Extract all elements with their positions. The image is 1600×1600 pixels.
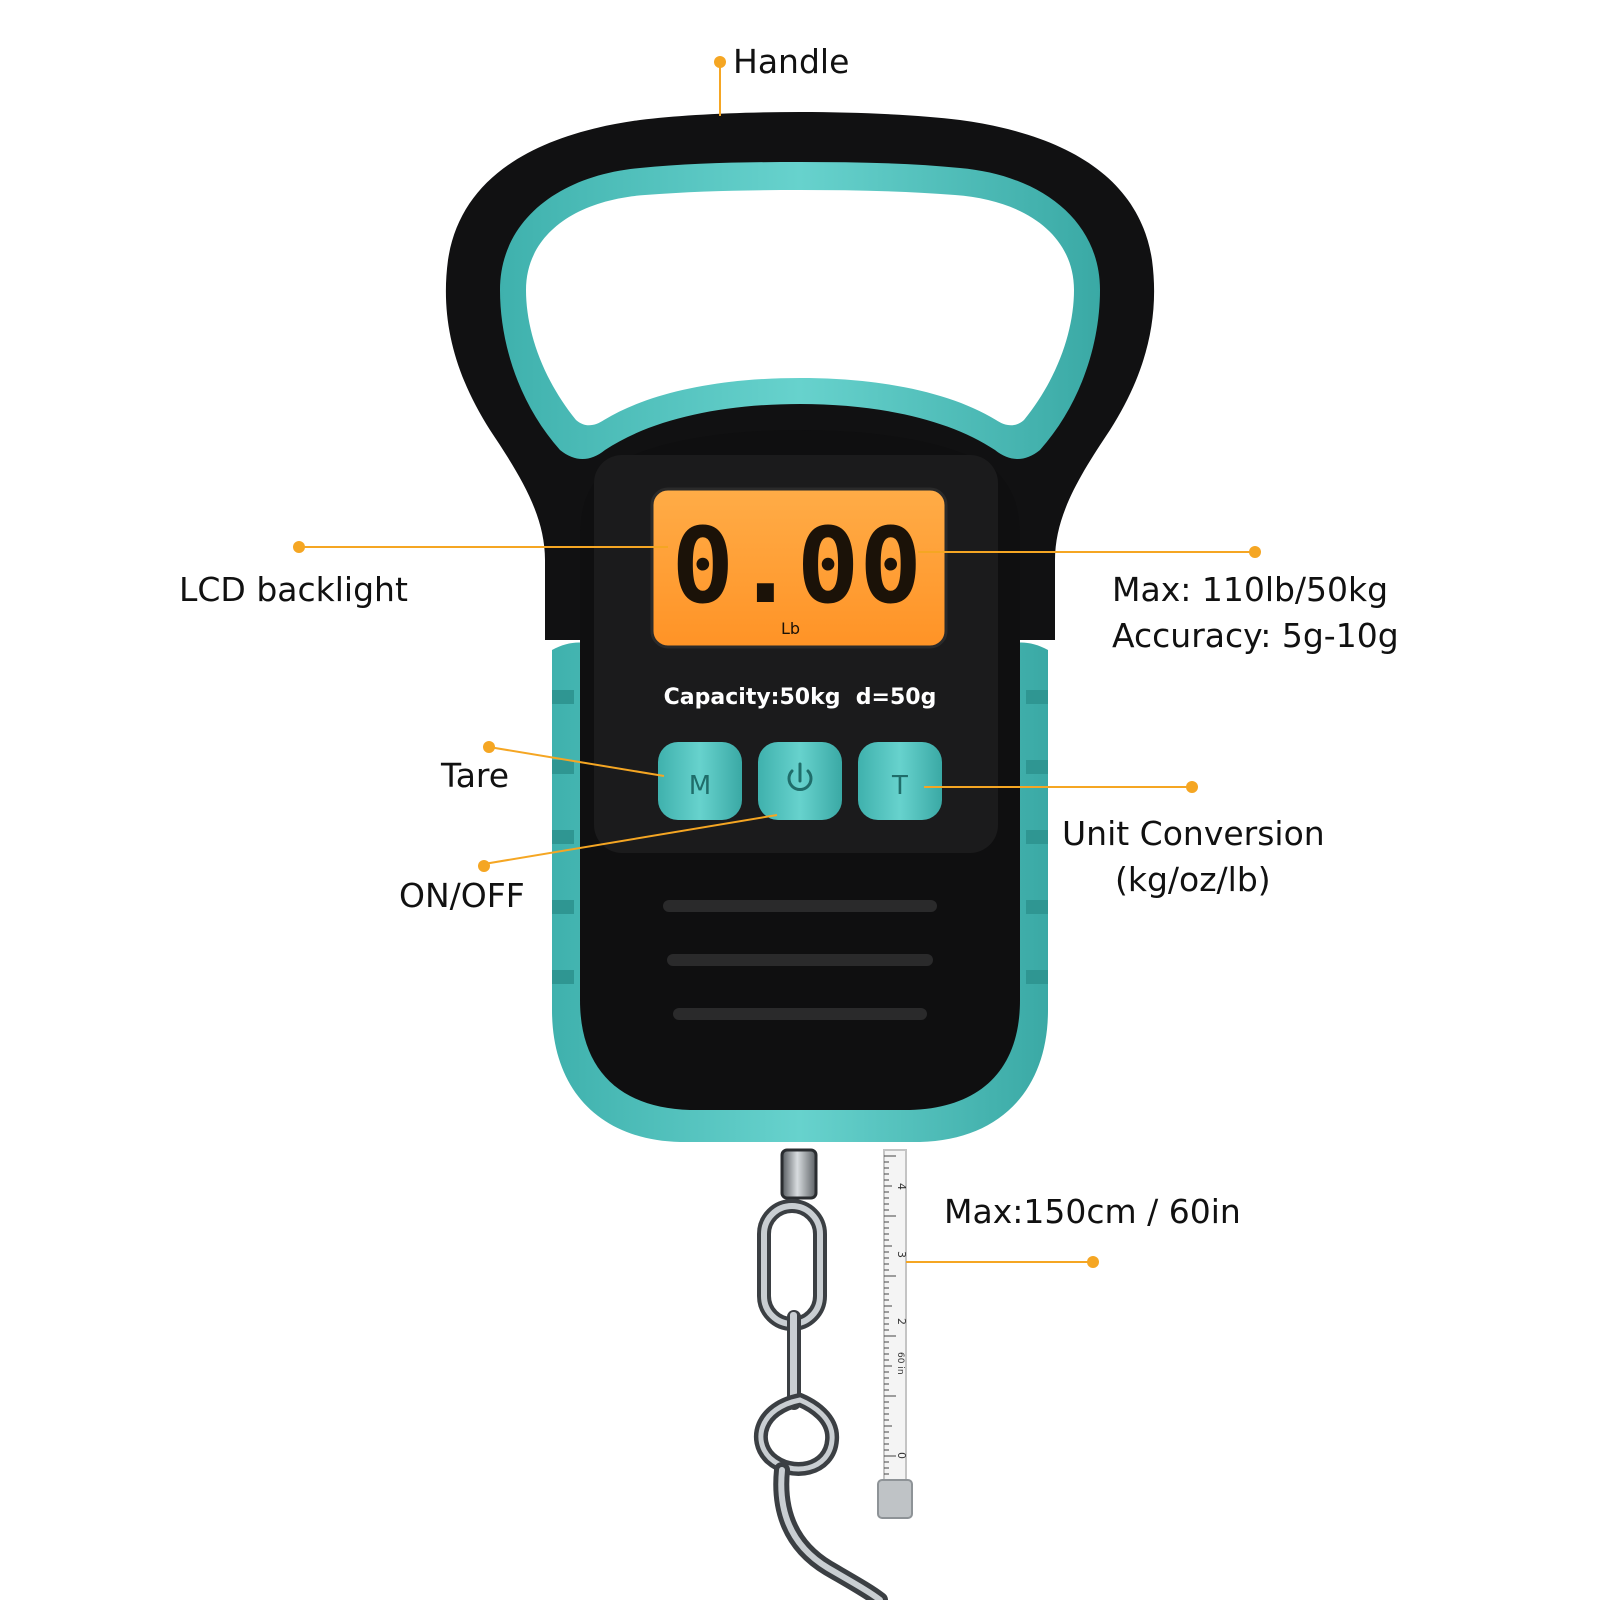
callout-handle: Handle (733, 42, 850, 81)
lcd-backlight-dot (293, 541, 305, 553)
tape-mark-0: 0 (895, 1452, 908, 1459)
handle-opening (526, 190, 1074, 426)
tape-mark-60in: 60 in (895, 1352, 905, 1375)
power-icon (787, 762, 813, 791)
chain-link-upper (757, 1199, 827, 1331)
tape-max-dot (1087, 1256, 1099, 1268)
callout-max-weight: Max: 110lb/50kg (1112, 570, 1389, 609)
callout-lines (300, 62, 1254, 1263)
handle-dot (714, 56, 726, 68)
on-off-dot (478, 860, 490, 872)
measuring-tape: 4 3 2 60 in 0 (877, 1149, 913, 1519)
tare-button-symbol: M (689, 771, 711, 801)
lcd-unit: Lb (781, 619, 800, 638)
callout-accuracy: Accuracy: 5g-10g (1112, 616, 1399, 655)
callout-on-off: ON/OFF (399, 876, 525, 915)
hook-curve-shine (778, 1467, 883, 1600)
callout-dots (293, 56, 1261, 1268)
grip-slot-1 (663, 900, 937, 912)
grip-slot-2 (667, 954, 933, 966)
callout-tape-max: Max:150cm / 60in (944, 1192, 1241, 1231)
capacity-label: Capacity:50kg d=50g (664, 685, 937, 710)
lcd-reading: 0.00 (672, 505, 922, 627)
on-off-button[interactable] (758, 742, 842, 820)
tape-mark-2: 2 (895, 1318, 908, 1325)
max-dot (1249, 546, 1261, 558)
callout-lcd-backlight: LCD backlight (179, 570, 408, 609)
unit-button-symbol: T (891, 771, 908, 801)
tape-strip (883, 1149, 907, 1481)
tare-dot (483, 741, 495, 753)
callout-unit-list: (kg/oz/lb) (1115, 860, 1271, 899)
unit-conversion-dot (1186, 781, 1198, 793)
hook-eye-shine (758, 1397, 835, 1472)
callout-tare: Tare (441, 756, 510, 795)
hook-assembly (753, 1148, 888, 1600)
right-grip-ridges (1026, 690, 1048, 984)
tape-end-tab (877, 1479, 913, 1519)
tape-ticks (884, 1155, 896, 1475)
unit-conversion-button[interactable]: T (858, 742, 942, 820)
scale-body: 0.00 Lb Capacity:50kg d=50g M T (445, 112, 1155, 1142)
on-off-line (483, 814, 778, 865)
tare-button[interactable]: M (658, 742, 742, 820)
callout-unit-conversion: Unit Conversion (1062, 814, 1325, 853)
hook-stem (780, 1148, 818, 1200)
grip-slot-3 (673, 1008, 927, 1020)
tare-line (488, 746, 665, 777)
left-grip-ridges (552, 690, 574, 984)
lcd-screen (650, 487, 948, 649)
tape-mark-4: 4 (895, 1183, 908, 1190)
tape-mark-3: 3 (895, 1251, 908, 1258)
chain-link-lower-shine (790, 1312, 797, 1408)
